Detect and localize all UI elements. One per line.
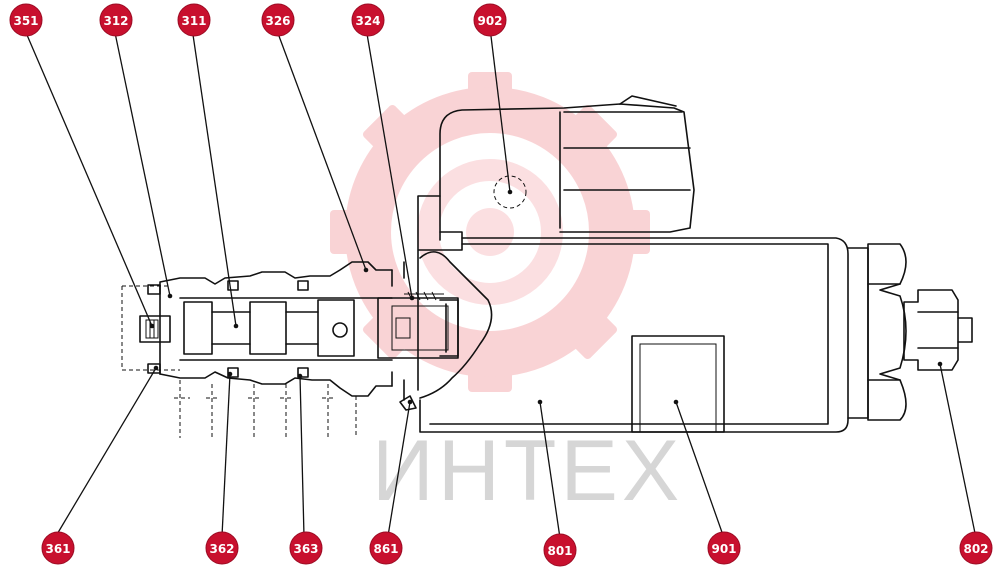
svg-text:324: 324 xyxy=(355,14,380,28)
leader-lines xyxy=(23,27,977,539)
callout-312: 312 xyxy=(99,3,133,37)
spool-cartridge xyxy=(121,261,393,438)
svg-text:802: 802 xyxy=(963,542,988,556)
callout-326: 326 xyxy=(261,3,295,37)
callout-324: 324 xyxy=(351,3,385,37)
svg-text:311: 311 xyxy=(181,14,206,28)
svg-text:363: 363 xyxy=(293,542,318,556)
callout-902: 902 xyxy=(473,3,507,37)
watermark-text: ИНТЕХ xyxy=(372,423,683,519)
svg-text:861: 861 xyxy=(373,542,398,556)
svg-text:362: 362 xyxy=(209,542,234,556)
callout-363: 363 xyxy=(289,531,323,565)
callout-351: 351 xyxy=(9,3,43,37)
callout-361: 361 xyxy=(41,531,75,565)
solenoid-body xyxy=(417,95,973,433)
svg-text:361: 361 xyxy=(45,542,70,556)
svg-text:312: 312 xyxy=(103,14,128,28)
svg-text:326: 326 xyxy=(265,14,290,28)
callout-861: 861 xyxy=(369,531,403,565)
callout-901: 901 xyxy=(707,531,741,565)
callout-311: 311 xyxy=(177,3,211,37)
svg-text:901: 901 xyxy=(711,542,736,556)
connector-pin-marker xyxy=(493,175,527,209)
callout-362: 362 xyxy=(205,531,239,565)
svg-text:351: 351 xyxy=(13,14,38,28)
callout-802: 802 xyxy=(959,531,993,565)
svg-text:801: 801 xyxy=(547,544,572,558)
callout-801: 801 xyxy=(543,533,577,567)
svg-text:902: 902 xyxy=(477,14,502,28)
